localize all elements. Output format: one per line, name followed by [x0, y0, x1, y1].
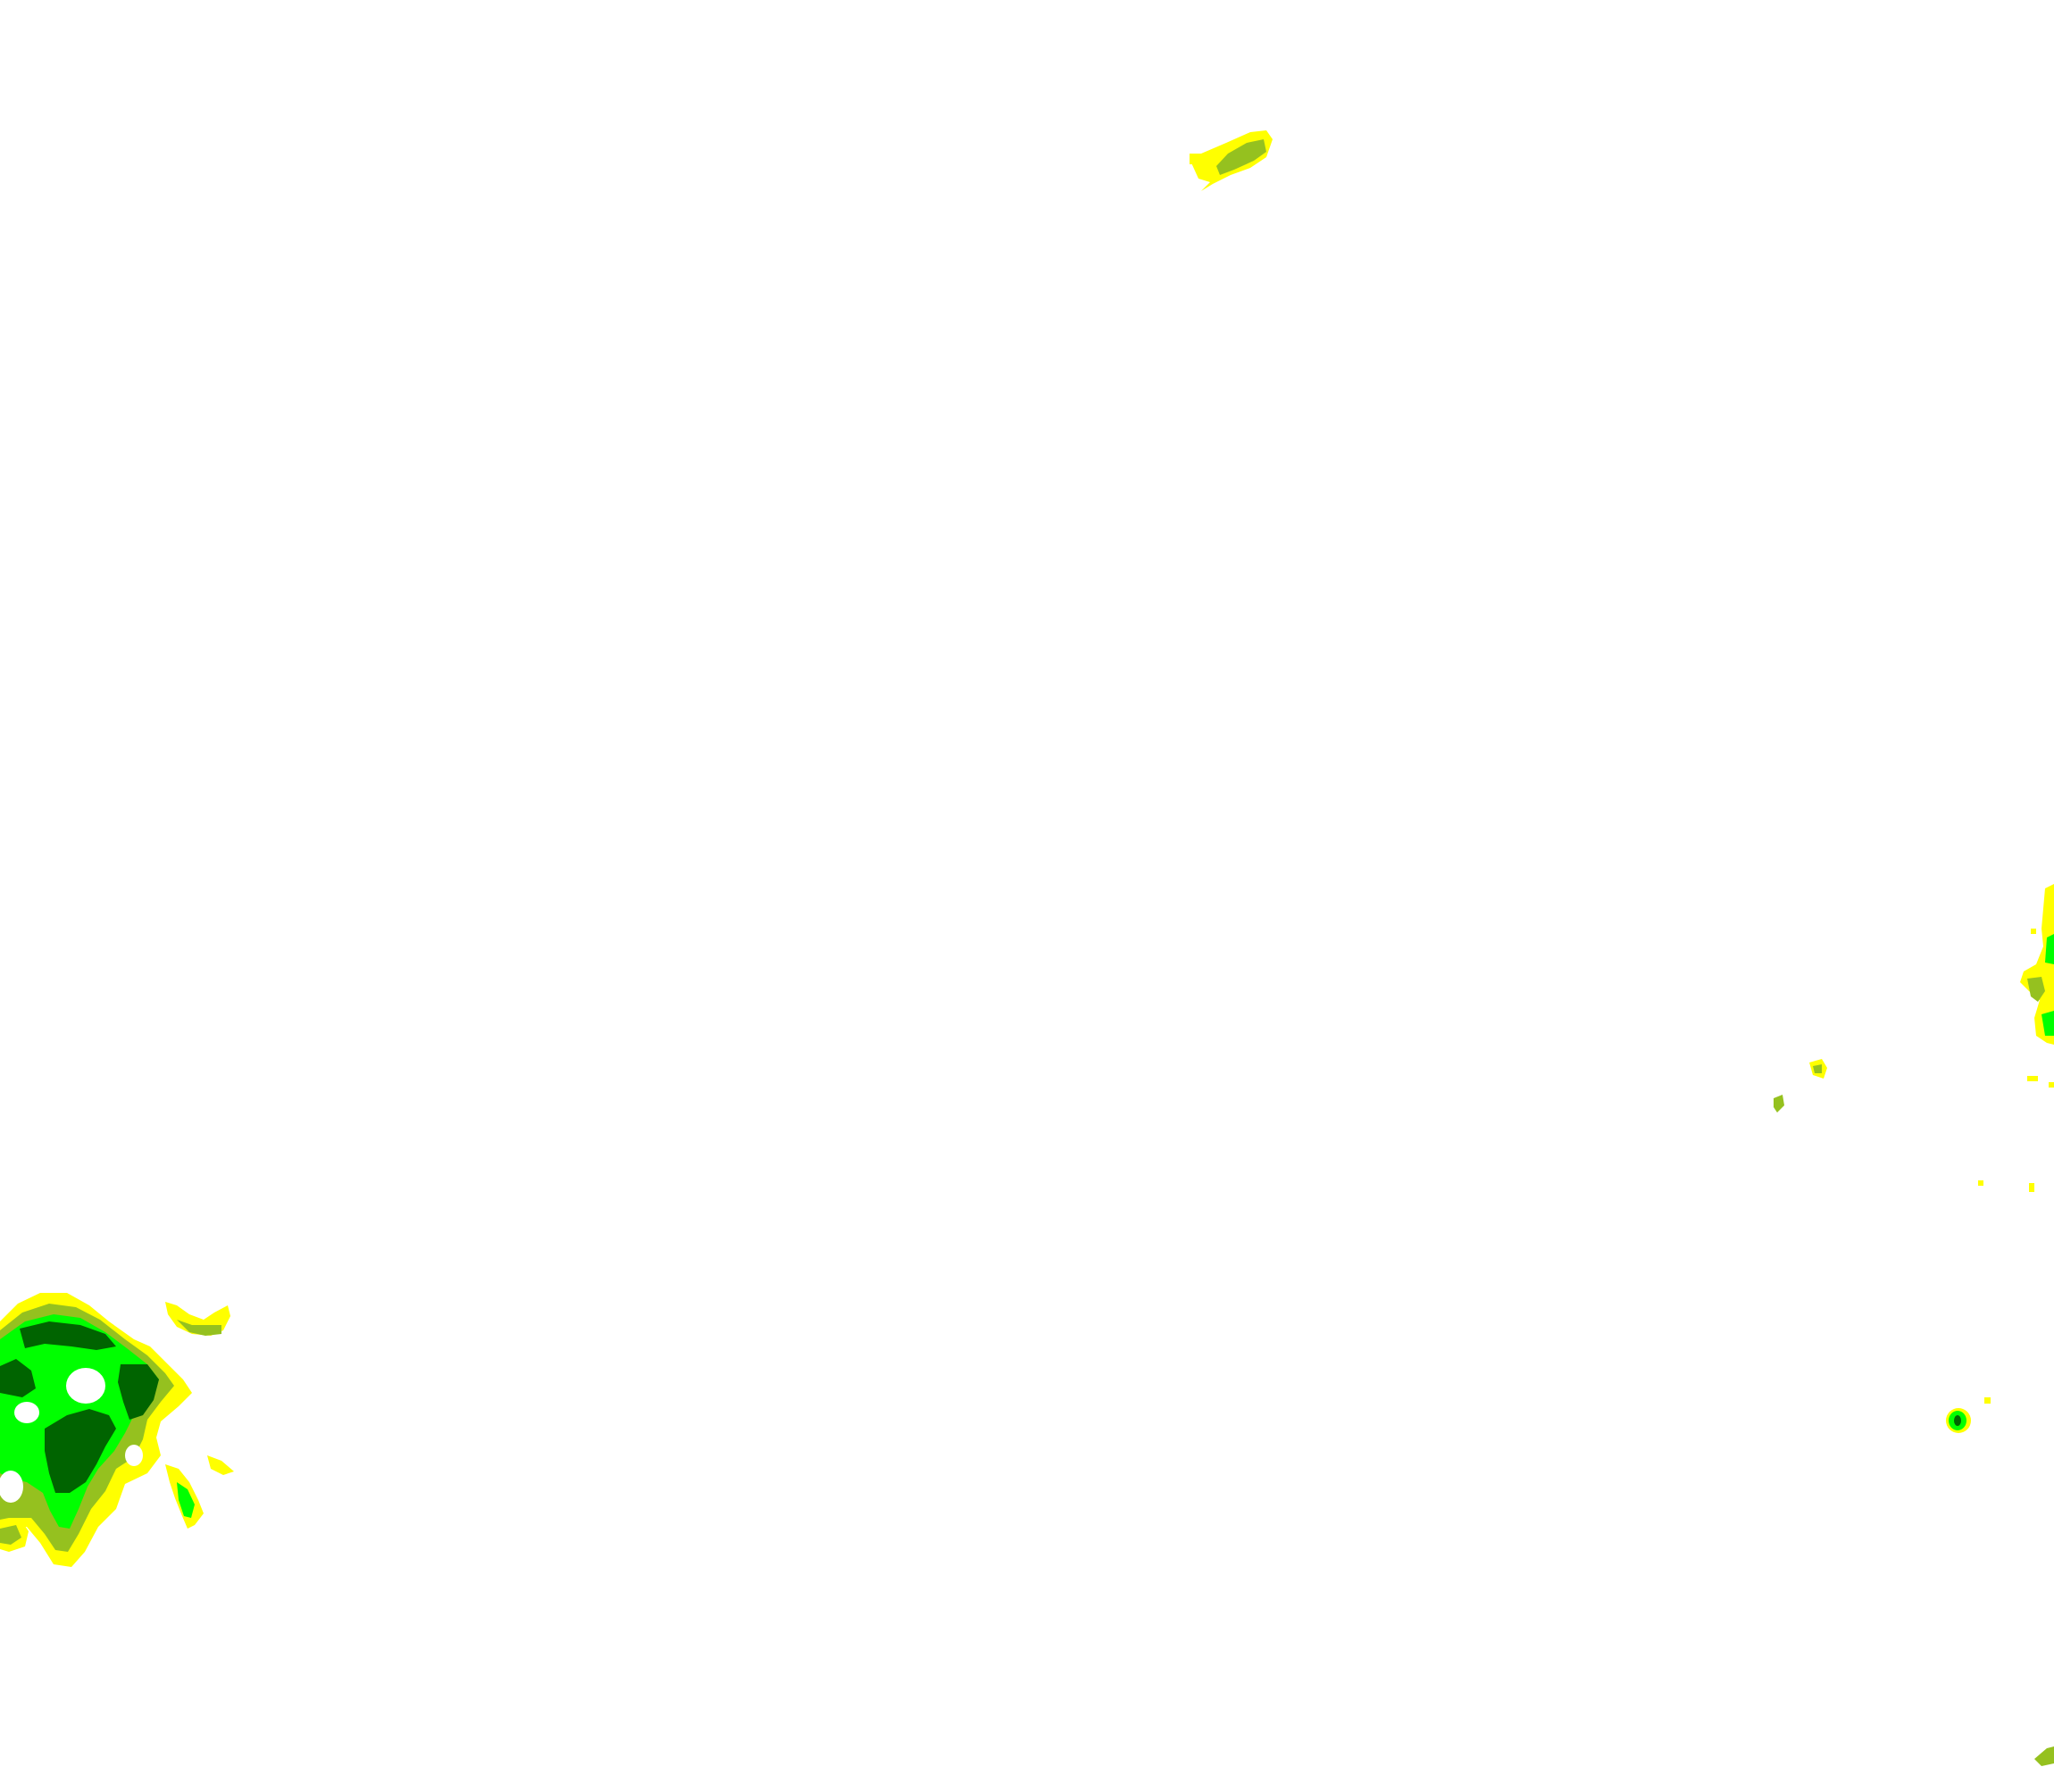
- precip-cell-east-small-lm: [1813, 1064, 1822, 1073]
- precip-cell-east-small: [1774, 1059, 1827, 1113]
- precip-cell-southwest-void-4: [125, 1445, 143, 1466]
- precip-cell-east-edge-moderate-2: [2041, 1011, 2054, 1036]
- precip-cell-east-edge-fleck-3: [2049, 1082, 2054, 1088]
- precip-cell-southeast-fleck: [1984, 1397, 1991, 1404]
- precip-cell-southwest-arm-south-moderate: [177, 1482, 195, 1518]
- precip-cell-east-edge-fleck-4: [1978, 1180, 1983, 1186]
- precip-cell-southwest-fleck-east: [207, 1455, 234, 1475]
- precip-cell-southeast-heavy: [1954, 1415, 1961, 1426]
- precip-cell-east-edge-fleck-5: [2029, 1183, 2034, 1192]
- precip-cell-southwest-heavy-north: [20, 1321, 116, 1350]
- precip-cell-east-edge-moderate-1: [2045, 934, 2054, 964]
- precip-cell-southwest-heavy-west: [0, 1359, 36, 1397]
- precip-cell-southwest-void-2: [14, 1402, 39, 1423]
- precip-cell-southwest-void-1: [66, 1368, 105, 1404]
- precip-cell-southeast: [1946, 1397, 2054, 1766]
- precip-cell-east-edge-fleck-2: [2027, 1076, 2038, 1081]
- precip-cell-east-edge: [1978, 884, 2054, 1192]
- precip-cell-east-edge-fleck-1: [2031, 929, 2036, 934]
- precip-cell-southeast-corner: [2034, 1746, 2054, 1766]
- precip-cell-southwest-heavy-east: [118, 1364, 159, 1420]
- precip-cell-southwest-fleck-southwest-lm: [0, 1525, 21, 1545]
- precip-cell-north-light-fleck: [1190, 154, 1202, 164]
- precip-cell-east-edge-lm-1: [2027, 977, 2045, 1002]
- precip-cell-southwest-heavy-core: [45, 1409, 116, 1493]
- precip-cell-north: [1190, 130, 1273, 191]
- precip-cell-north-light-moderate: [1216, 139, 1266, 175]
- precip-cell-southwest-void-3: [0, 1471, 23, 1503]
- precip-cell-east-edge-light: [2020, 884, 2054, 1045]
- precip-cell-southwest-arm-northeast-lm: [177, 1320, 221, 1336]
- precip-cell-east-small-2: [1774, 1095, 1784, 1113]
- precip-cell-southwest: [0, 1293, 234, 1567]
